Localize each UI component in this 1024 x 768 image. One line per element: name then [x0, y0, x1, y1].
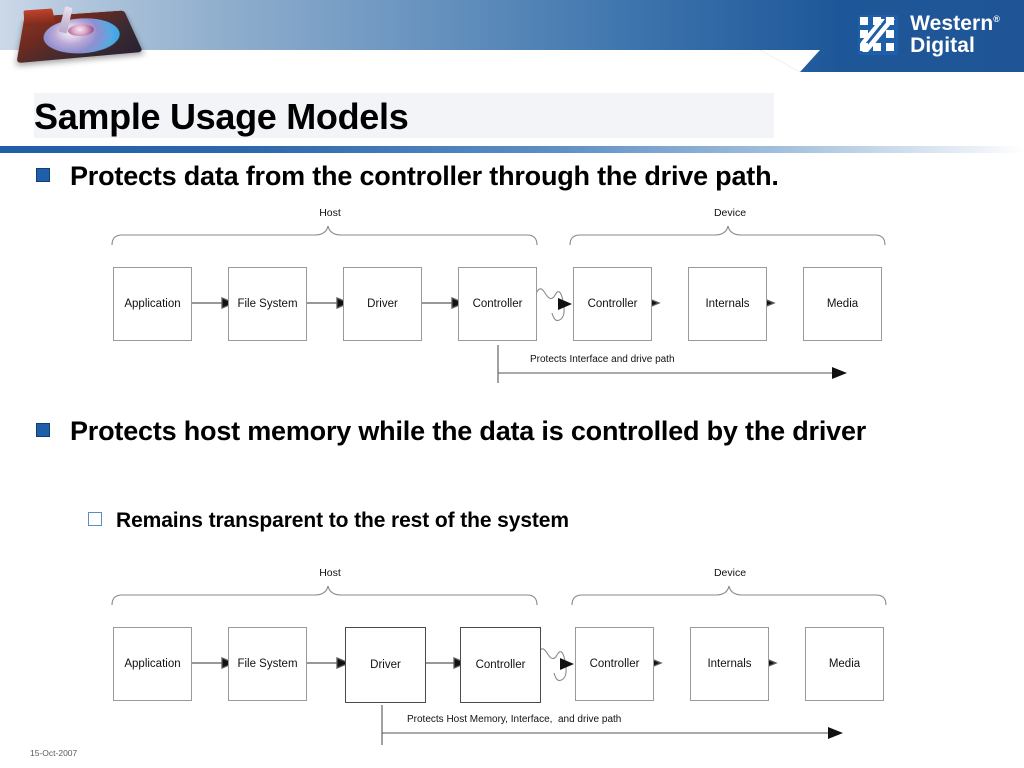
hdd-connector [23, 8, 56, 27]
diagram-2: Host Device Application [110, 565, 900, 745]
wd-wordmark: Western® Digital [910, 13, 1000, 56]
diagram-2-box-internals: Internals [690, 627, 769, 701]
diagram-1-box-driver: Driver [343, 267, 422, 341]
hard-drive-image [16, 0, 143, 70]
registered-trademark-icon: ® [993, 14, 1000, 25]
bullet-square-icon [36, 168, 50, 182]
header-notch-shape [0, 50, 1024, 72]
diagram-2-group-label-host: Host [319, 567, 341, 579]
date-stamp: 15-Oct-2007 [30, 748, 78, 758]
diagram-1-box-application: Application [113, 267, 192, 341]
bullet-text-3: Remains transparent to the rest of the s… [116, 509, 569, 532]
diagram-2-box-controller-device: Controller [575, 627, 654, 701]
diagram-2-box-controller-host: Controller [460, 627, 541, 703]
diagram-2-caption: Protects Host Memory, Interface, and dri… [407, 714, 622, 725]
diagram-1-group-label-device: Device [713, 207, 747, 219]
slide-header: Western® Digital [0, 0, 1024, 72]
diagram-1-box-controller-device: Controller [573, 267, 652, 341]
bullet-text-2: Protects host memory while the data is c… [70, 416, 867, 446]
diagram-1-group-label-host: Host [319, 207, 341, 219]
diagram-2-box-file-system: File System [228, 627, 307, 701]
wd-wordmark-line1: Western [910, 12, 994, 36]
diagram-1-box-file-system-label: File System [237, 297, 298, 310]
title-divider-rule [0, 146, 1024, 153]
bullet-item-3: Remains transparent to the rest of the s… [88, 506, 908, 536]
diagram-2-box-media: Media [805, 627, 884, 701]
diagram-2-box-application: Application [113, 627, 192, 701]
bullet-square-icon [36, 423, 50, 437]
diagram-1-box-media: Media [803, 267, 882, 341]
diagram-2-box-file-system-label: File System [237, 657, 298, 670]
diagram-1-box-file-system: File System [228, 267, 307, 341]
diagram-2-group-label-device: Device [713, 567, 747, 579]
diagram-1-lines [111, 225, 886, 383]
western-digital-logo: Western® Digital [858, 8, 1000, 62]
diagram-1: Host Device [110, 205, 900, 385]
diagram-1-box-controller-host: Controller [458, 267, 537, 341]
diagram-2-box-driver: Driver [345, 627, 426, 703]
diagram-1-box-internals: Internals [688, 267, 767, 341]
bullet-item-2: Protects host memory while the data is c… [36, 413, 966, 449]
wd-wordmark-line2: Digital [910, 34, 975, 57]
sub-bullet-square-icon [88, 512, 102, 526]
diagram-1-caption: Protects Interface and drive path [530, 354, 675, 365]
bullet-item-1: Protects data from the controller throug… [36, 158, 936, 194]
bullet-text-1: Protects data from the controller throug… [70, 161, 779, 191]
title-backdrop [34, 93, 774, 138]
page-title: Sample Usage Models [34, 96, 409, 137]
wd-checker-logo-icon [858, 15, 899, 55]
